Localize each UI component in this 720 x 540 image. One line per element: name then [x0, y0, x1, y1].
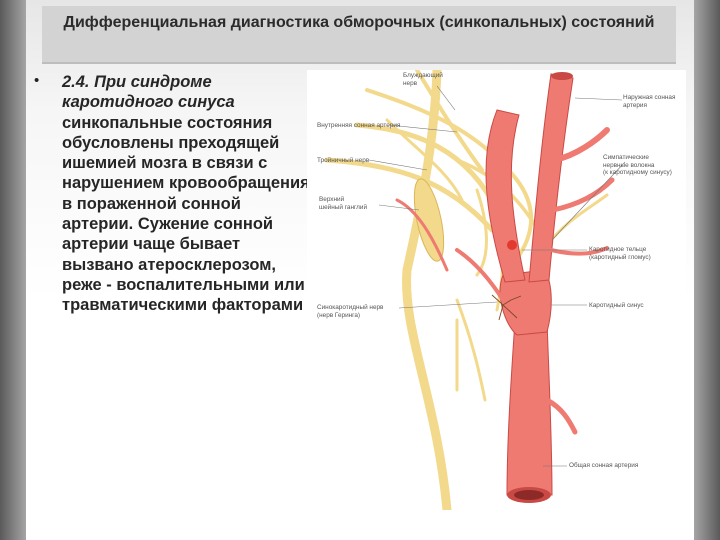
paragraph-heading: 2.4. При синдроме каротидного синуса [62, 73, 235, 112]
title-bar [42, 6, 676, 64]
bullet-icon: • [34, 72, 40, 89]
ganglion-shape [413, 178, 445, 262]
label-external-carotid: Наружная сонная артерия [623, 94, 676, 109]
right-border [694, 0, 720, 540]
common-carotid-shape [506, 319, 553, 496]
carotid-anatomy-illustration [324, 70, 626, 510]
label-common-carotid: Общая сонная артерия [569, 462, 639, 469]
label-sinus-nerve: Синокаротидный нерв (нерв Геринга) [317, 304, 384, 319]
paragraph-body: синкопальные состояния обусловлены прехо… [62, 113, 310, 315]
bullet-paragraph: 2.4. При синдроме каротидного синуса син… [62, 72, 310, 316]
slide-title: Дифференциальная диагностика обморочных … [63, 14, 655, 31]
external-carotid-shape [528, 73, 574, 283]
label-sympathetic-fibers: Симпатические нервные волокна (к каротид… [603, 154, 672, 177]
internal-carotid-shape [485, 109, 526, 283]
leader-lines [368, 85, 626, 467]
label-carotid-body: Каротидное тельце (каротидный гломус) [589, 246, 651, 261]
label-vagus-nerve: Блуждающий нерв [403, 72, 443, 87]
sinus-nerve-fibrils [491, 294, 522, 321]
label-trigeminal-nerve: Тройничный нерв [317, 157, 370, 164]
artery-branches [395, 127, 615, 435]
slide: Дифференциальная диагностика обморочных … [26, 0, 694, 540]
carotid-body-shape [507, 240, 517, 250]
left-border [0, 0, 26, 540]
label-carotid-sinus: Каротидный синус [589, 302, 644, 309]
label-cervical-ganglion: Верхний шейный ганглий [319, 196, 368, 211]
carotid-anatomy-figure: Блуждающий нерв Наружная сонная артерия … [307, 70, 686, 510]
label-internal-carotid: Внутренняя сонная артерия [317, 122, 401, 129]
